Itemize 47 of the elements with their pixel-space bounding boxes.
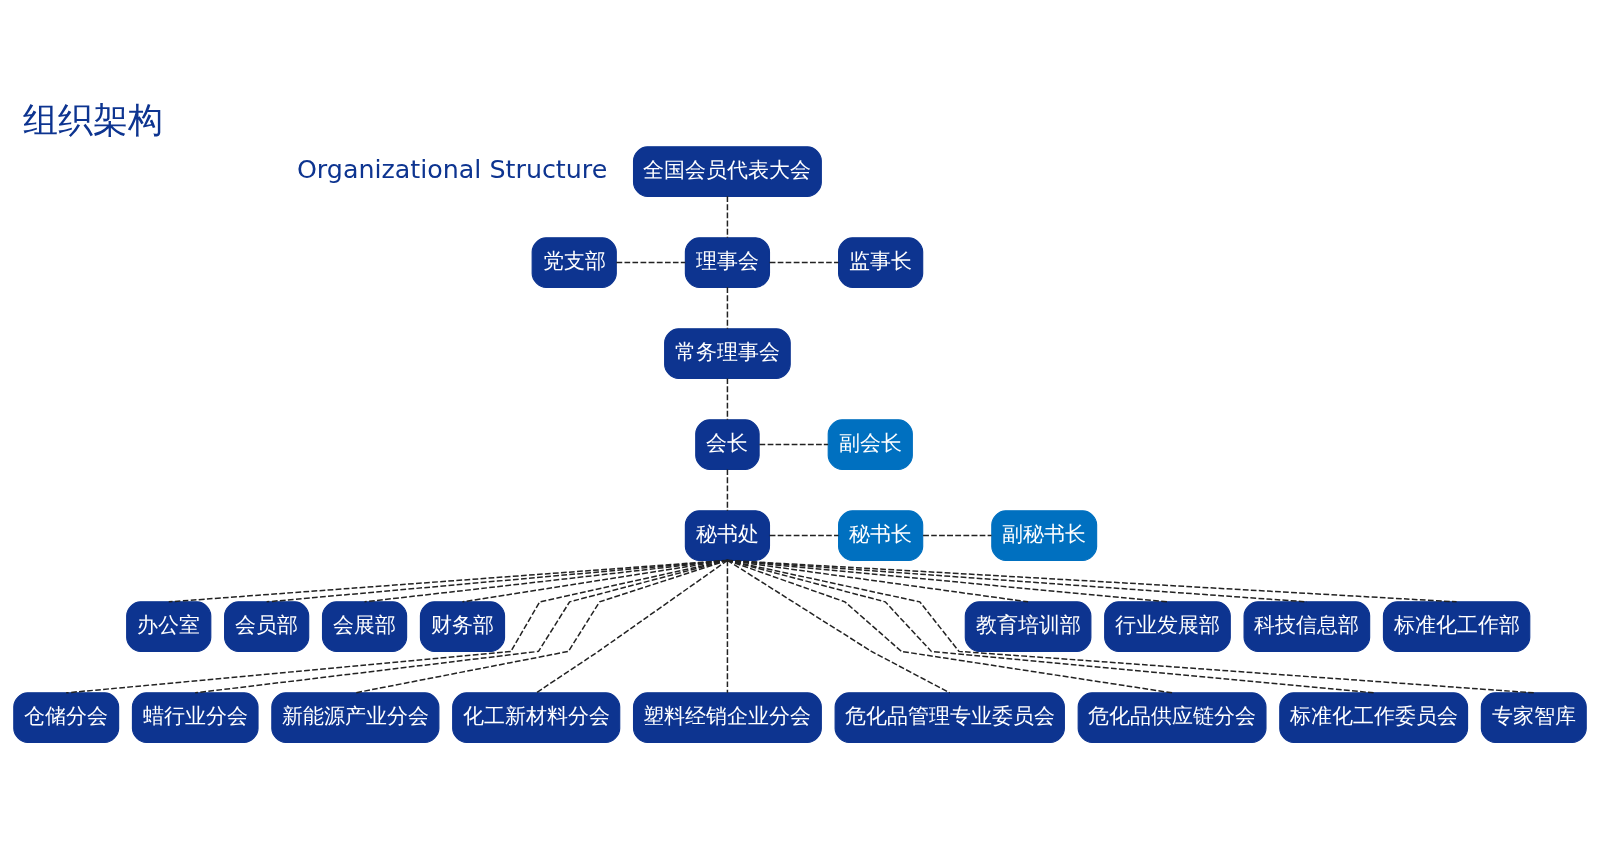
connector (922, 534, 993, 537)
node-box: 会员部 (224, 601, 310, 652)
node-box: 秘书长 (838, 510, 924, 561)
node-box: 标准化工作部 (1382, 601, 1531, 652)
node-box: 仓储分会 (13, 692, 120, 743)
connector (726, 195, 729, 239)
node-box: 塑料经销企业分会 (632, 692, 822, 743)
connector (726, 559, 1173, 694)
node-box: 化工新材料分会 (452, 692, 621, 743)
node-box: 秘书处 (684, 510, 771, 561)
node-box: 蜡行业分会 (131, 692, 259, 743)
node-box: 行业发展部 (1104, 601, 1231, 652)
node-box: 会长 (695, 419, 760, 470)
connector (726, 286, 729, 330)
node-box: 监事长 (838, 237, 924, 288)
node-box: 科技信息部 (1243, 601, 1371, 652)
connector (768, 261, 840, 264)
node-box: 危化品管理专业委员会 (834, 692, 1065, 743)
node-box: 新能源产业分会 (271, 692, 440, 743)
connector (726, 559, 1535, 694)
connector (194, 559, 729, 694)
connector (615, 261, 686, 264)
node-box: 常务理事会 (664, 328, 791, 379)
connector (726, 559, 729, 694)
node-box: 理事会 (684, 237, 771, 288)
node-box: 副会长 (827, 419, 913, 470)
connector (768, 534, 840, 537)
connector (726, 559, 951, 694)
node-box: 财务部 (419, 601, 506, 652)
node-box: 危化品供应链分会 (1077, 692, 1267, 743)
connector (354, 559, 729, 694)
node-box: 全国会员代表大会 (632, 146, 822, 197)
connector (726, 468, 729, 512)
node-box: 党支部 (531, 237, 617, 288)
node-box: 办公室 (126, 601, 212, 652)
node-box: 标准化工作委员会 (1279, 692, 1469, 743)
connector (726, 559, 1375, 694)
node-box: 会展部 (321, 601, 408, 652)
diagram-title: 组织架构 (22, 99, 163, 140)
connector (535, 559, 729, 694)
node-box: 副秘书长 (991, 510, 1098, 561)
connector (758, 443, 829, 446)
connector (65, 559, 729, 694)
node-box: 教育培训部 (964, 601, 1092, 652)
node-box: 专家智库 (1480, 692, 1587, 743)
connector (726, 377, 729, 421)
label: Organizational Structure (296, 154, 608, 185)
